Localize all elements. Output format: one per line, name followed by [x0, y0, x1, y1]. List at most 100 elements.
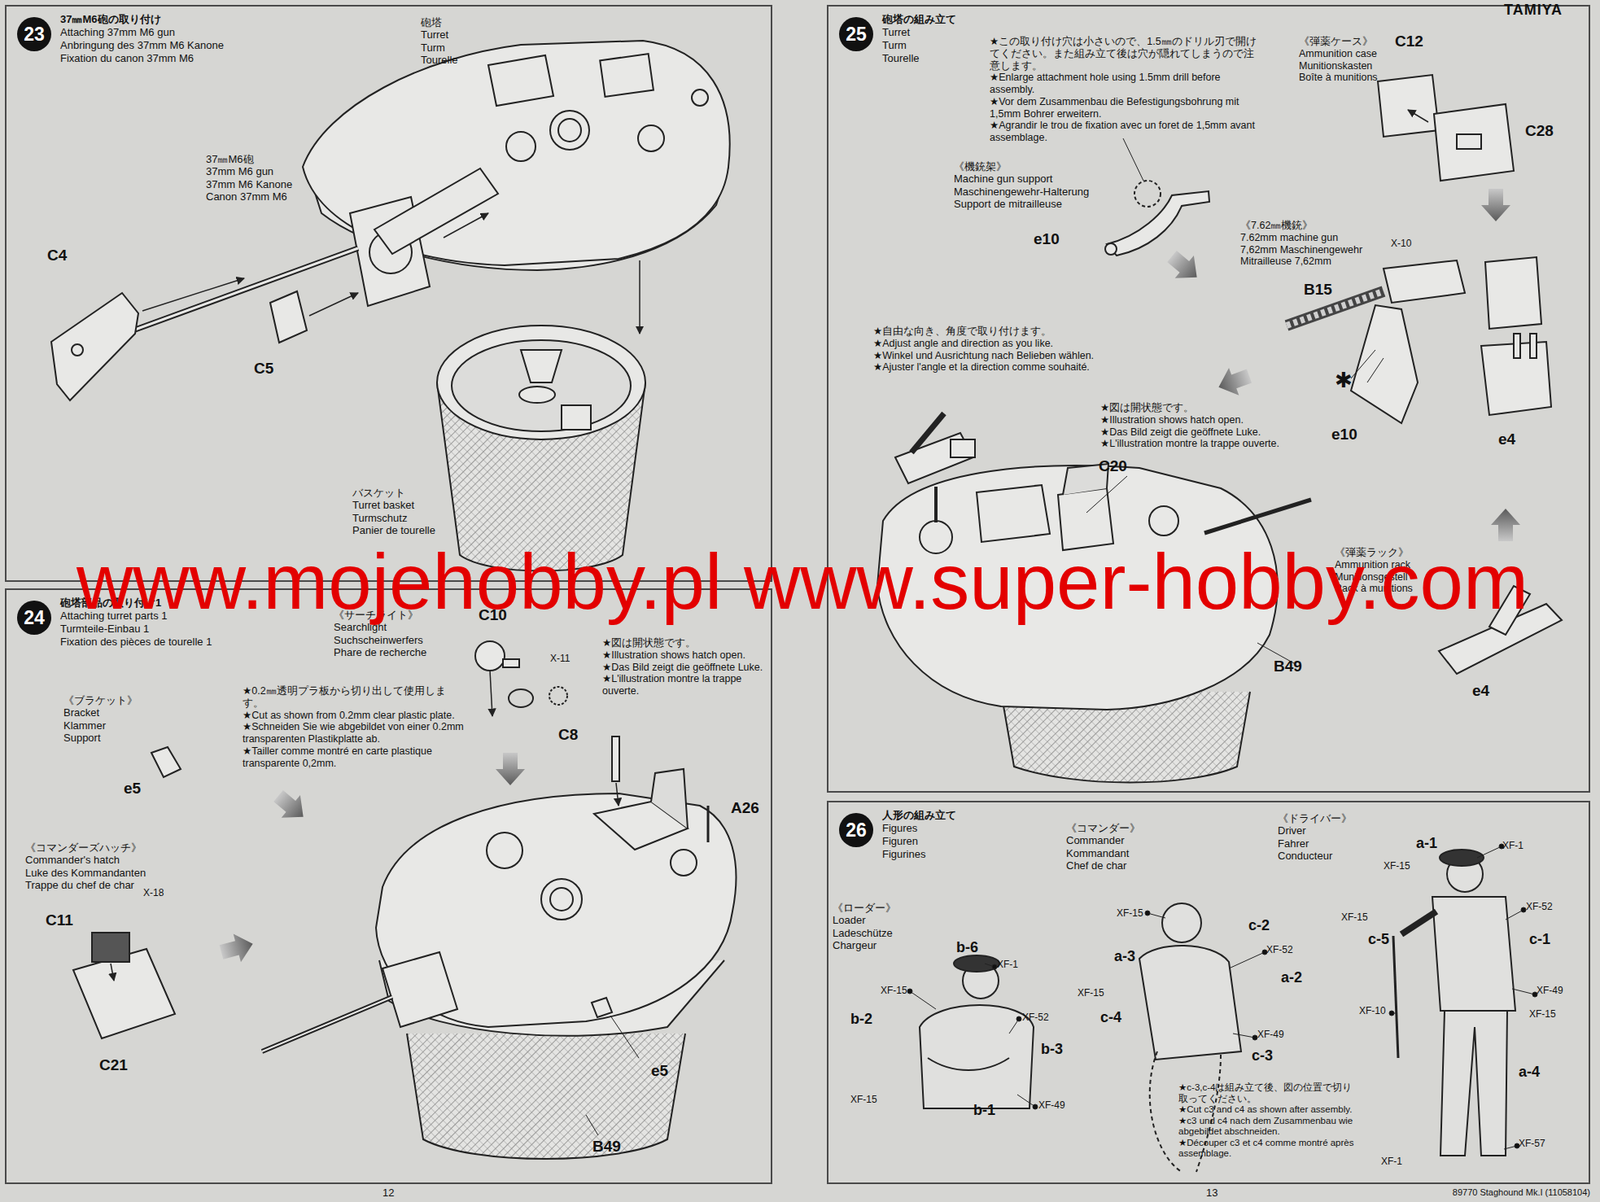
- panel-heading: 37㎜M6砲の取り付けAttaching 37mm M6 gunAnbringu…: [60, 13, 224, 66]
- part-caption: Ladeschütze: [832, 926, 893, 940]
- paint-code: XF-1: [1381, 1155, 1403, 1168]
- heading-text: Turret: [882, 26, 957, 40]
- panel-heading: 砲塔の組み立てTurretTurmTourelle: [882, 13, 957, 66]
- paint-code: XF-52: [1022, 1011, 1050, 1023]
- turret-illustration: [1513, 333, 1521, 359]
- assembly-note: ★Schneiden Sie wie abgebildet von einer …: [242, 721, 464, 746]
- paint-leader: [907, 988, 913, 994]
- turret-illustration: [976, 485, 1050, 543]
- turret-illustration: [406, 1033, 686, 1159]
- paint-leader: [1228, 952, 1265, 969]
- paint-code: XF-1: [1502, 839, 1524, 852]
- part-number: b-6: [956, 939, 979, 957]
- gun-illustration: [437, 325, 646, 440]
- gun-illustration: [451, 340, 631, 432]
- paint-code: XF-15: [850, 1093, 878, 1106]
- assembly-note: ★L'illustration montre la trappe ouverte…: [602, 673, 774, 698]
- figure-illustration: [1401, 911, 1437, 935]
- gun-illustration: [691, 89, 709, 106]
- turret-illustration: [1286, 291, 1384, 326]
- heading-text: 37㎜M6砲の取り付け: [60, 13, 224, 27]
- turret-illustration: [262, 996, 393, 1052]
- part-caption: Commander's hatch: [25, 853, 120, 866]
- paint-leader: [1017, 1094, 1036, 1107]
- heading-text: Figurines: [882, 848, 957, 862]
- step-circle: [839, 813, 874, 848]
- gun-illustration: [101, 248, 359, 342]
- figure-illustration: [1439, 849, 1484, 866]
- assembly-note: ★Tailler comme montré en carte plastique…: [242, 745, 464, 770]
- turret-illustration: [382, 952, 458, 1028]
- paint-leader: [1389, 1010, 1395, 1016]
- page-number: 13: [1206, 1186, 1218, 1199]
- step-label: 26: [838, 812, 875, 849]
- part-caption: Klammer: [63, 719, 106, 732]
- gun-illustration: [561, 405, 591, 430]
- turret-illustration: [1377, 74, 1439, 137]
- turret-illustration: [151, 747, 181, 778]
- turret-illustration: [1086, 476, 1128, 513]
- part-caption: Bracket: [63, 706, 100, 719]
- part-caption: Searchlight: [333, 620, 387, 634]
- part-caption: 《ローダー》: [832, 901, 897, 914]
- part-number: C11: [45, 911, 74, 930]
- part-caption: Panier de tourelle: [352, 524, 436, 537]
- assembly-note: ★図は開状態です。: [602, 637, 774, 650]
- assembly-arrow: [217, 929, 257, 967]
- part-caption: 《機銃架》: [953, 160, 1007, 173]
- part-number: e10: [1331, 425, 1358, 444]
- part-number: c-5: [1368, 931, 1390, 949]
- part-caption: 37mm M6 gun: [205, 165, 274, 178]
- assembly-arrow: [1490, 508, 1521, 542]
- step-circle: [17, 17, 52, 52]
- gun-illustration: [443, 213, 489, 238]
- paint-leader: [1521, 907, 1526, 913]
- paint-leader: [1512, 988, 1535, 995]
- part-caption: Loader: [832, 913, 866, 927]
- turret-illustration: [1057, 488, 1114, 551]
- step-number: 25: [838, 16, 875, 53]
- assembly-arrow: [1162, 244, 1207, 289]
- paint-code: XF-15: [1529, 1008, 1557, 1020]
- gun-illustration: [101, 248, 359, 342]
- figure-illustration: [919, 849, 1516, 1172]
- heading-text: Figures: [882, 821, 957, 835]
- turret-illustration: [1433, 104, 1514, 181]
- assembly-note: ★Agrandir le trou de fixation avec un fo…: [989, 119, 1263, 145]
- step-number: 26: [838, 812, 875, 849]
- paint-code: XF-10: [1359, 1005, 1386, 1017]
- part-caption: Munitionskasten: [1298, 60, 1373, 73]
- turret-illustration: [877, 74, 1562, 783]
- paint-code: XF-15: [1116, 907, 1144, 919]
- part-caption: Trappe du chef de char: [25, 878, 135, 892]
- part-number: e10: [1033, 230, 1060, 249]
- figure-illustration: [1432, 896, 1516, 1011]
- turret-illustration: [670, 849, 697, 876]
- gun-illustration: [142, 278, 245, 311]
- step-number: 23: [16, 16, 53, 53]
- heading-text: Turmteile-Einbau 1: [60, 622, 212, 636]
- gun-illustration: [506, 131, 536, 162]
- part-caption: Conducteur: [1277, 849, 1333, 862]
- part-caption: 37㎜M6砲: [205, 153, 254, 166]
- paint-code: XF-15: [1383, 860, 1411, 872]
- part-number: C8: [558, 725, 578, 744]
- part-number: a-2: [1280, 969, 1303, 987]
- mark-symbol: ✱: [1334, 367, 1353, 394]
- turret-illustration: [475, 641, 505, 671]
- assembly-note: ★Cut as shown from 0.2mm clear plastic p…: [242, 709, 464, 722]
- heading-text: 砲塔の組み立て: [882, 13, 957, 27]
- paint-code: XF-49: [1536, 984, 1564, 997]
- part-caption: Support de mitrailleuse: [953, 197, 1063, 210]
- gun-illustration: [520, 349, 562, 383]
- part-number: c-1: [1529, 931, 1551, 949]
- turret-illustration: [262, 996, 393, 1052]
- turret-illustration: [950, 439, 975, 458]
- part-caption: Fahrer: [1277, 837, 1309, 850]
- part-number: B49: [1273, 657, 1303, 676]
- part-number: e5: [123, 779, 141, 798]
- turret-illustration: [541, 878, 582, 920]
- turret-illustration: [91, 932, 130, 962]
- assembly-note: ★Cut c3 and c4 as shown after assembly.: [1178, 1104, 1360, 1116]
- heading-text: Fixation des pièces de tourelle 1: [60, 635, 212, 649]
